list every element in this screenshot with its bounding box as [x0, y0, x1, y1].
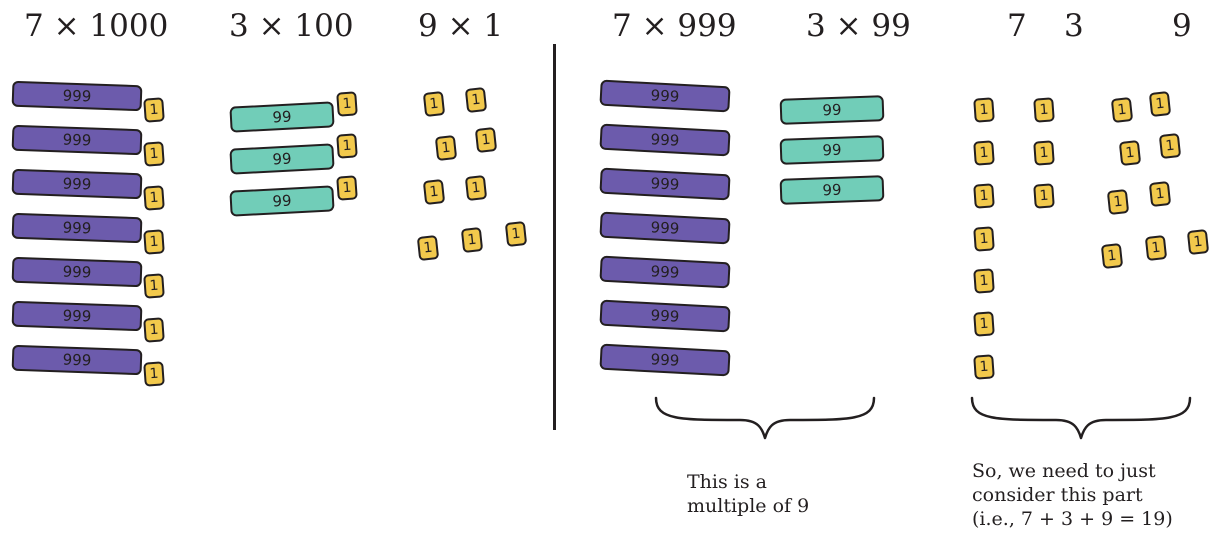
block-999: 999 — [11, 212, 143, 244]
block-999: 999 — [599, 123, 731, 157]
unit-block: 1 — [973, 226, 995, 252]
unit-block: 1 — [1106, 189, 1130, 215]
unit-block: 1 — [336, 175, 358, 201]
unit-block: 1 — [1186, 229, 1210, 255]
unit-block: 1 — [973, 311, 995, 337]
block-99: 99 — [229, 101, 335, 133]
unit-block: 1 — [143, 361, 165, 387]
block-999: 999 — [599, 79, 731, 113]
unit-block: 1 — [973, 140, 995, 166]
unit-block: 1 — [336, 133, 358, 159]
unit-block: 1 — [1148, 181, 1172, 207]
block-99: 99 — [779, 95, 885, 125]
note-line: multiple of 9 — [687, 495, 810, 517]
block-999: 999 — [599, 211, 731, 245]
unit-block: 1 — [143, 97, 165, 123]
note-multiple-of-9: This is a multiple of 9 — [687, 470, 809, 518]
unit-block: 1 — [973, 183, 995, 209]
unit-block: 1 — [1033, 97, 1055, 123]
unit-block: 1 — [422, 179, 446, 205]
unit-block: 1 — [973, 354, 995, 380]
block-999: 999 — [11, 124, 143, 156]
brace-under-digits — [970, 396, 1192, 440]
unit-block: 1 — [464, 87, 488, 113]
unit-block: 1 — [460, 227, 484, 253]
unit-block: 1 — [143, 273, 165, 299]
note-consider-part: So, we need to just consider this part (… — [972, 459, 1173, 531]
unit-block: 1 — [1158, 133, 1182, 159]
header-3x100: 3 × 100 — [229, 8, 354, 44]
unit-block: 1 — [1148, 91, 1172, 117]
header-digit-7: 7 — [1007, 8, 1027, 44]
unit-block: 1 — [416, 235, 440, 261]
note-line: (i.e., 7 + 3 + 9 = 19) — [972, 508, 1173, 530]
block-999: 999 — [599, 343, 731, 377]
unit-block: 1 — [1144, 235, 1168, 261]
unit-block: 1 — [143, 229, 165, 255]
header-7x1000: 7 × 1000 — [24, 8, 169, 44]
block-999: 999 — [11, 300, 143, 332]
unit-block: 1 — [1033, 183, 1055, 209]
note-line: So, we need to just — [972, 460, 1156, 482]
block-99: 99 — [779, 135, 885, 165]
header-7x999: 7 × 999 — [612, 8, 737, 44]
block-999: 999 — [11, 80, 143, 112]
unit-block: 1 — [422, 91, 446, 117]
unit-block: 1 — [1033, 140, 1055, 166]
unit-block: 1 — [336, 91, 358, 117]
header-3x99: 3 × 99 — [806, 8, 911, 44]
note-line: consider this part — [972, 484, 1143, 506]
brace-under-multiples — [654, 396, 876, 440]
unit-block: 1 — [464, 175, 488, 201]
block-999: 999 — [599, 167, 731, 201]
unit-block: 1 — [474, 127, 498, 153]
block-999: 999 — [11, 168, 143, 200]
unit-block: 1 — [973, 97, 995, 123]
unit-block: 1 — [1118, 140, 1142, 166]
header-digit-9: 9 — [1172, 8, 1192, 44]
divider-line — [553, 44, 556, 430]
unit-block: 1 — [973, 268, 995, 294]
header-9x1: 9 × 1 — [418, 8, 504, 44]
unit-block: 1 — [1110, 97, 1134, 123]
unit-block: 1 — [504, 221, 528, 247]
unit-block: 1 — [143, 317, 165, 343]
note-line: This is a — [687, 471, 767, 493]
block-99: 99 — [779, 175, 885, 205]
unit-block: 1 — [143, 141, 165, 167]
block-999: 999 — [11, 256, 143, 288]
block-99: 99 — [229, 185, 335, 217]
block-99: 99 — [229, 143, 335, 175]
block-999: 999 — [599, 255, 731, 289]
unit-block: 1 — [434, 135, 458, 161]
unit-block: 1 — [143, 185, 165, 211]
header-digit-3: 3 — [1064, 8, 1084, 44]
block-999: 999 — [11, 344, 143, 376]
block-999: 999 — [599, 299, 731, 333]
unit-block: 1 — [1100, 243, 1124, 269]
